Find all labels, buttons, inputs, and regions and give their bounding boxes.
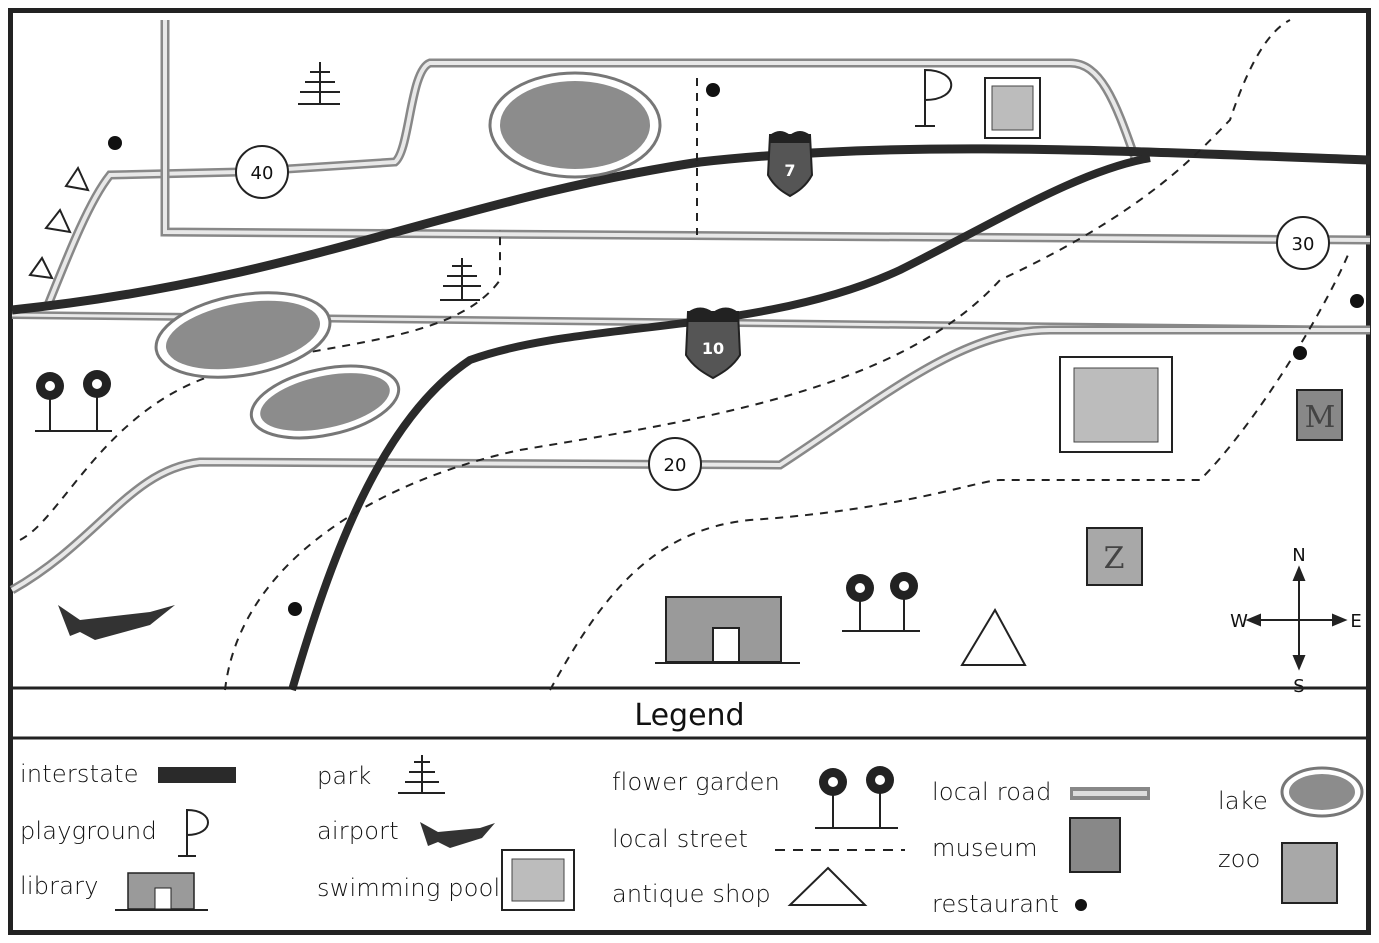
legend-airport-icon <box>420 822 495 848</box>
local-streets <box>19 19 1351 691</box>
legend-restaurant-icon <box>1075 899 1087 911</box>
compass-e: E <box>1350 611 1361 632</box>
street-2 <box>224 19 1291 691</box>
legend-playground-icon <box>178 808 209 857</box>
legend-restaurant-label: restaurant <box>932 890 1060 918</box>
interstate-7-shield: 7 <box>766 131 814 198</box>
restaurants <box>108 83 1364 616</box>
legend-local-road-label: local road <box>932 778 1052 806</box>
compass-rose <box>1245 565 1348 671</box>
legend-flower-garden-icon <box>815 766 898 829</box>
restaurant-icon <box>1293 346 1307 360</box>
legend-lake-label: lake <box>1218 787 1268 815</box>
lake-1-icon <box>488 71 662 179</box>
parks <box>298 62 481 301</box>
flower-gardens <box>35 370 920 632</box>
route-40-label: 40 <box>251 163 274 184</box>
legend-swimming-pool-label: swimming pool <box>317 874 501 902</box>
swimming-pool-icon <box>1059 356 1173 453</box>
interstate-7 <box>11 144 1371 315</box>
interstates <box>11 144 1371 692</box>
library-icon <box>655 596 800 664</box>
museum-letter: M <box>1305 400 1336 435</box>
legend-park-label: park <box>317 762 372 790</box>
legend-icons <box>115 755 1364 911</box>
restaurant-icon <box>706 83 720 97</box>
route-20-marker <box>648 437 702 491</box>
legend-zoo-icon <box>1281 842 1338 904</box>
legend-local-road-icon <box>1070 787 1150 800</box>
legend-zoo-label: zoo <box>1218 845 1261 873</box>
restaurant-icon <box>108 136 122 150</box>
route-20-label: 20 <box>664 455 687 476</box>
legend-library-icon <box>115 872 208 911</box>
route-markers: 40 30 20 7 10 <box>235 131 1330 491</box>
flower-garden-icon <box>35 370 112 432</box>
legend-playground-label: playground <box>20 817 157 845</box>
route-30-label: 30 <box>1292 234 1315 255</box>
park-icon <box>440 258 481 301</box>
legend-antique-shop-label: antique shop <box>612 880 771 908</box>
legend-park-icon <box>398 755 445 794</box>
lake-2-icon <box>154 291 332 379</box>
compass-w: W <box>1230 611 1248 632</box>
antique-shops <box>28 165 1027 666</box>
vertical-road <box>160 20 1371 245</box>
swimming-pools <box>984 77 1173 453</box>
legend-interstate-label: interstate <box>20 760 139 788</box>
legend-lake-icon <box>1280 766 1364 818</box>
park-icon <box>298 62 340 105</box>
zoo-letter: Z <box>1104 541 1125 576</box>
lakes <box>154 71 662 440</box>
antique-shop-icon <box>64 165 90 192</box>
interstate-7-label: 7 <box>784 161 795 180</box>
legend-local-street-label: local street <box>612 825 749 853</box>
route-30-marker <box>1276 216 1330 270</box>
legend-interstate-swatch <box>158 767 236 783</box>
street-1 <box>19 230 501 541</box>
restaurant-icon <box>288 602 302 616</box>
restaurant-icon <box>1350 294 1364 308</box>
legend-airport-label: airport <box>317 817 399 845</box>
swimming-pool-icon <box>984 77 1041 139</box>
street-3 <box>549 249 1351 691</box>
lake-3-icon <box>249 364 401 440</box>
flower-garden-icon <box>842 572 920 632</box>
legend-library-label: library <box>20 872 99 900</box>
airport-icon <box>58 605 175 640</box>
legend-swimming-pool-icon <box>501 849 575 911</box>
antique-shop-icon <box>960 607 1027 666</box>
antique-shop-icon <box>44 208 72 234</box>
interstate-10-label: 10 <box>702 339 724 358</box>
interstate-10 <box>288 154 1151 692</box>
legend-title: Legend <box>634 698 745 733</box>
legend-antique-shop-icon <box>787 866 868 906</box>
playground-icon <box>915 68 953 127</box>
museum-icon: M <box>1296 389 1343 441</box>
legend-flower-garden-label: flower garden <box>612 768 781 796</box>
compass-n: N <box>1292 545 1305 566</box>
route-40-marker <box>235 145 289 199</box>
legend-museum-icon <box>1069 817 1121 873</box>
antique-shop-icon <box>28 256 54 280</box>
legend-museum-label: museum <box>932 834 1038 862</box>
zoo-icon: Z <box>1086 527 1143 586</box>
interstate-10-shield: 10 <box>684 307 742 380</box>
